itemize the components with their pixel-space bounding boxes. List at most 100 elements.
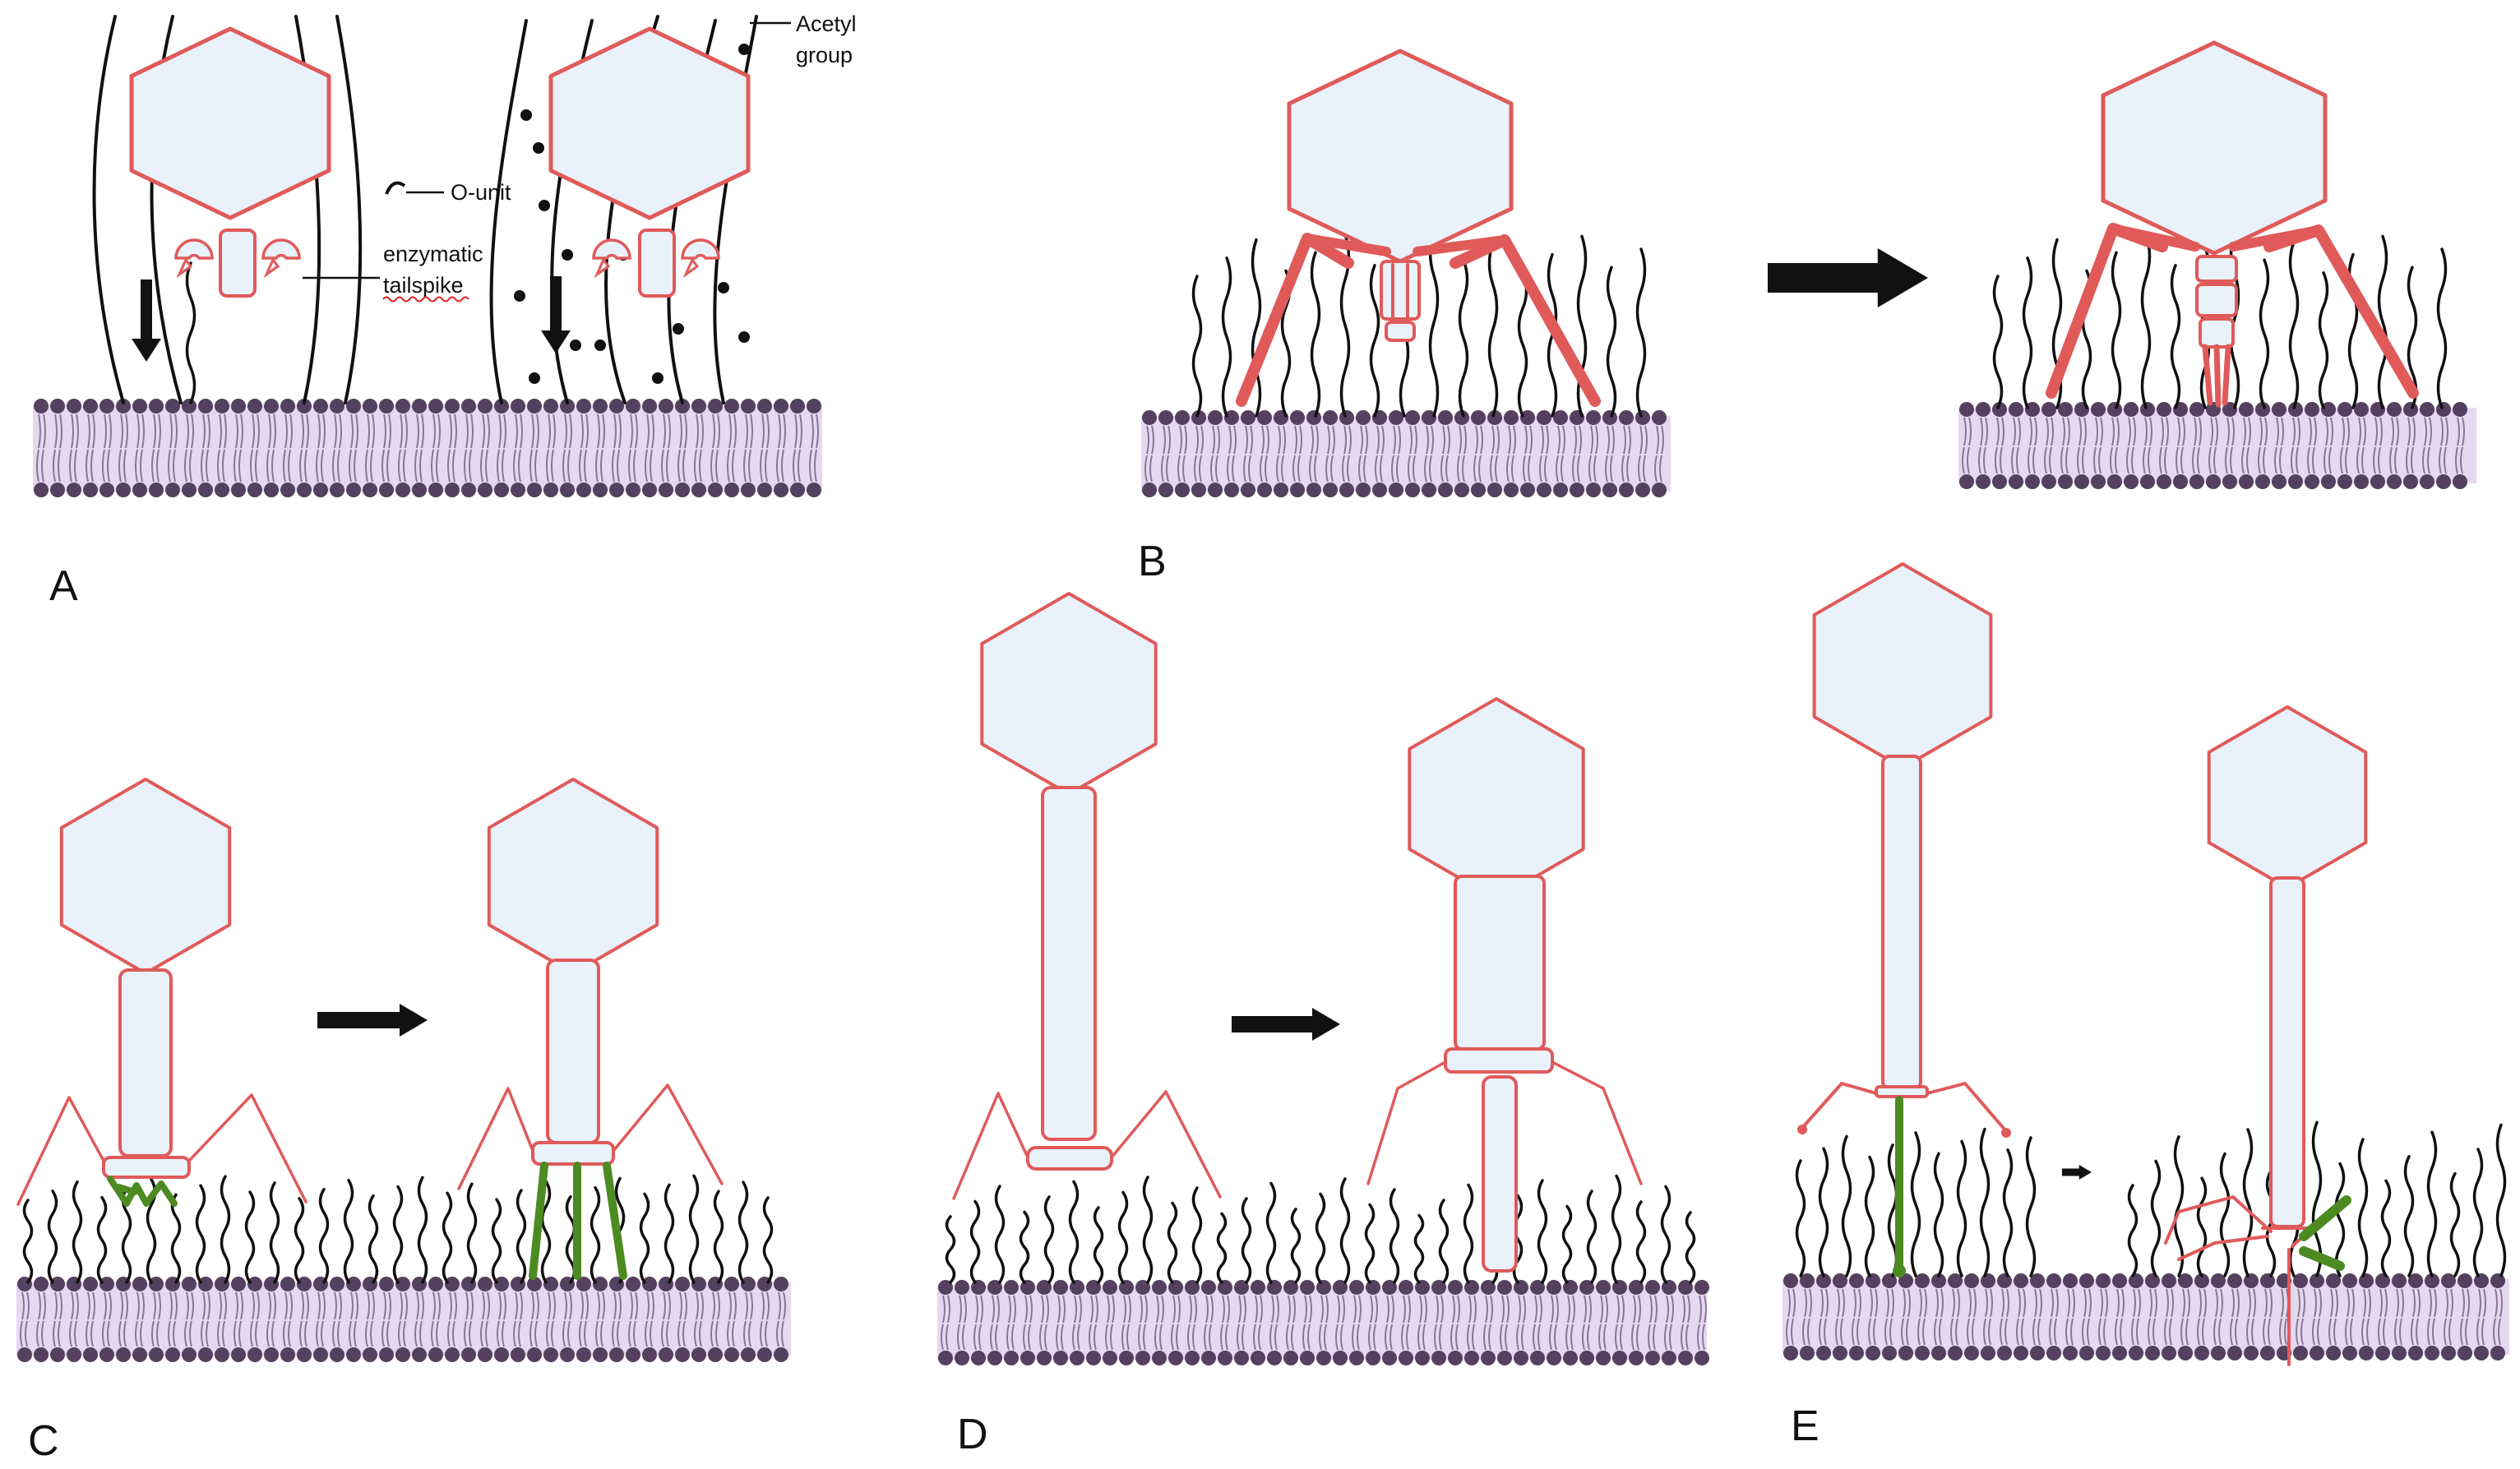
tail-fiber bbox=[1926, 1082, 2008, 1133]
lipid-head bbox=[1645, 1280, 1660, 1295]
lipid-head bbox=[1964, 1273, 1979, 1288]
lipid-head bbox=[1257, 410, 1272, 425]
lipid-head bbox=[2420, 474, 2434, 489]
lipid-head bbox=[2194, 1346, 2209, 1360]
lipid-head bbox=[2063, 1273, 2078, 1288]
lipid-head bbox=[741, 1277, 756, 1291]
lipid-head bbox=[412, 399, 427, 413]
o-antigen-chain bbox=[1191, 1186, 1203, 1284]
lipid-head bbox=[1915, 1273, 1930, 1288]
lipid-head bbox=[642, 1277, 657, 1291]
transition-arrow bbox=[317, 1004, 428, 1037]
lipid-head bbox=[2441, 1346, 2456, 1360]
lipid-head bbox=[412, 1347, 427, 1362]
lipid-head bbox=[1602, 483, 1617, 497]
o-antigen-chain bbox=[540, 1180, 552, 1284]
lipid-head bbox=[757, 483, 772, 497]
lipid-head bbox=[2178, 1346, 2193, 1360]
lipid-head bbox=[543, 1277, 558, 1291]
lipid-head bbox=[691, 1347, 706, 1362]
o-antigen-chain bbox=[1142, 1176, 1154, 1284]
o-antigen-chain bbox=[1463, 1183, 1474, 1284]
tail-fiber bbox=[1302, 233, 1391, 256]
lipid-head bbox=[955, 1280, 969, 1295]
lipid-head bbox=[741, 483, 756, 497]
lipid-head bbox=[1274, 483, 1288, 497]
o-antigen-chain bbox=[2025, 1136, 2037, 1277]
lipid-head bbox=[1448, 1280, 1463, 1295]
o-antigen-chain bbox=[2426, 1130, 2438, 1277]
lipid-head bbox=[642, 483, 657, 497]
lipid-head bbox=[1504, 483, 1519, 497]
lipid-head bbox=[428, 399, 443, 413]
lipid-head bbox=[215, 483, 229, 497]
o-antigen-chain bbox=[2288, 240, 2300, 409]
o-antigen-chain bbox=[762, 1196, 774, 1284]
baseplate bbox=[1444, 1047, 1554, 1074]
lipid-head bbox=[1208, 410, 1223, 425]
o-antigen-chain bbox=[269, 1181, 280, 1284]
tailspike-lobe bbox=[261, 238, 301, 260]
lipid-head bbox=[280, 1347, 295, 1362]
lipid-head bbox=[2337, 474, 2352, 489]
lipid-head bbox=[165, 399, 180, 413]
o-antigen-chain bbox=[1438, 1199, 1450, 1284]
lipid-head bbox=[2420, 402, 2434, 417]
baseplate bbox=[531, 1141, 615, 1166]
lipid-head bbox=[50, 1277, 65, 1291]
acetyl-group-dot bbox=[533, 142, 544, 154]
lipid-head bbox=[2145, 1346, 2160, 1360]
o-antigen-chain bbox=[516, 1189, 527, 1284]
lipid-head bbox=[1586, 483, 1601, 497]
o-antigen-chain bbox=[664, 1183, 675, 1284]
o-antigen-chain bbox=[1864, 1155, 1875, 1277]
lipid-head bbox=[757, 1347, 772, 1362]
lipid-head bbox=[2211, 1273, 2226, 1288]
lipid-head bbox=[1596, 1280, 1611, 1295]
o-antigen-chain bbox=[1537, 1179, 1548, 1284]
lipid-head bbox=[99, 483, 114, 497]
lipid-head bbox=[395, 1277, 410, 1291]
lipid-head bbox=[149, 1277, 164, 1291]
lipid-head bbox=[2342, 1273, 2357, 1288]
lipid-head bbox=[1997, 1273, 2012, 1288]
o-antigen-chain bbox=[466, 1182, 478, 1284]
tail-fiber bbox=[16, 1096, 105, 1206]
o-antigen-chain bbox=[1413, 1213, 1425, 1284]
lipid-head bbox=[2354, 402, 2369, 417]
lipid-head bbox=[2096, 1346, 2111, 1360]
o-antigen-chain bbox=[1979, 1127, 1991, 1277]
lipid-head bbox=[313, 399, 328, 413]
lipid-head bbox=[1251, 1280, 1265, 1295]
lipid-head bbox=[1283, 1280, 1298, 1295]
lipid-head bbox=[1931, 1273, 1946, 1288]
o-antigen-chain bbox=[195, 1184, 206, 1284]
lipid-head bbox=[2375, 1273, 2390, 1288]
lipid-head bbox=[330, 399, 344, 413]
lipid-head bbox=[708, 483, 723, 497]
lipid-head bbox=[297, 1347, 312, 1362]
transition-arrow bbox=[1232, 1008, 1340, 1041]
membrane-panel-d bbox=[937, 1280, 1709, 1365]
lipid-head bbox=[2272, 474, 2286, 489]
lipid-head bbox=[198, 1277, 213, 1291]
o-antigen-chain bbox=[1586, 1190, 1598, 1284]
acetyl-group-dot bbox=[570, 340, 581, 351]
lipid-head bbox=[445, 483, 460, 497]
lipid-head bbox=[67, 399, 81, 413]
lipid-head bbox=[2321, 402, 2336, 417]
lipid-head bbox=[2227, 1346, 2242, 1360]
o-antigen-chain bbox=[491, 1198, 502, 1284]
lipid-head bbox=[34, 483, 49, 497]
acetyl-group-dot bbox=[562, 249, 573, 261]
o-antigen-chain bbox=[1221, 256, 1232, 418]
lipid-head bbox=[1635, 483, 1650, 497]
long-o-antigen-chain bbox=[713, 15, 758, 404]
lipid-head bbox=[1547, 1351, 1561, 1365]
lipid-head bbox=[1563, 1351, 1578, 1365]
lipid-head bbox=[2293, 1273, 2308, 1288]
lipid-head bbox=[2025, 402, 2040, 417]
lipid-head bbox=[560, 483, 575, 497]
lipid-head bbox=[626, 483, 640, 497]
